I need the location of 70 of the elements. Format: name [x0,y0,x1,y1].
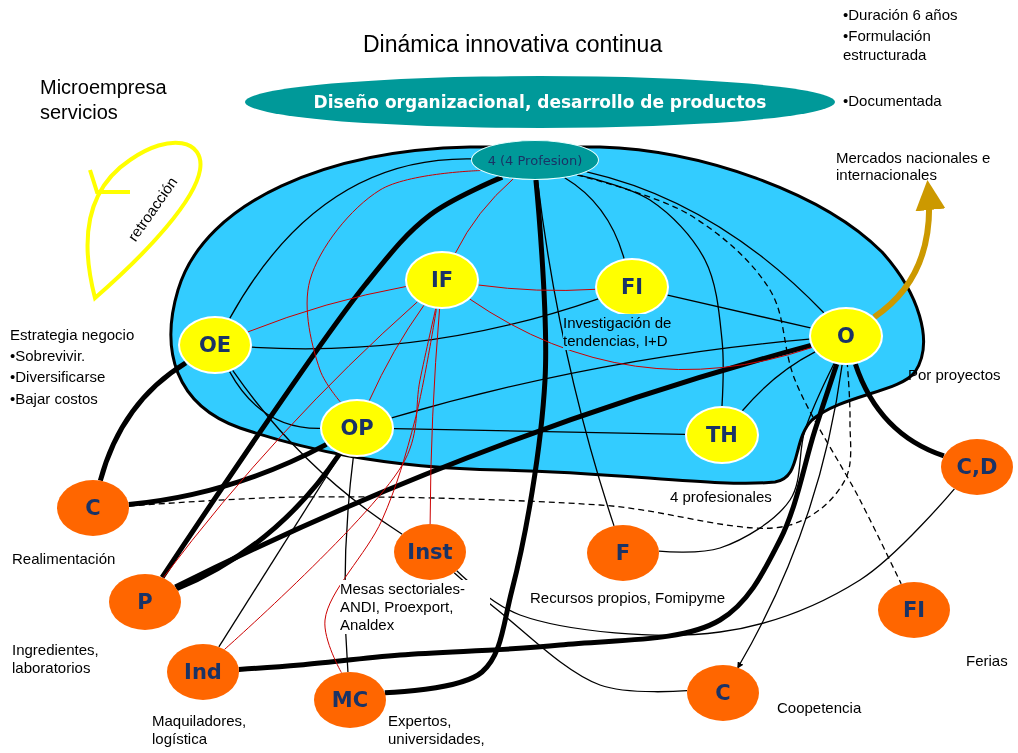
connector-line [658,362,835,553]
thick-connector [128,442,328,507]
node-label: MC [331,688,369,712]
connector-line [306,170,482,403]
note-text: •Formulación estructurada [843,27,932,65]
node-caption: Coopetencia [777,699,862,717]
node-label: Mercados nacionales e internacionales [836,149,992,183]
node-label: C [85,496,101,520]
external-node-ellipse [109,574,181,630]
external-node-ellipse [941,439,1013,495]
connector-line [251,298,599,350]
note-text: Microempresa servicios [40,75,168,125]
connector-line [453,572,688,693]
connector-line [247,286,407,333]
node-label: F [615,541,631,565]
connector-line [456,488,956,636]
connector-line [477,284,596,291]
connector-line [737,364,843,669]
connector-line [368,304,425,402]
connector-line [577,174,724,407]
connector-line [454,178,514,254]
node-label: O [837,324,855,348]
node-label: P [137,590,153,614]
node-caption: 4 profesionales [670,488,772,506]
node-label: C [715,681,731,705]
connector-line [162,301,418,579]
external-node-ellipse [394,524,466,580]
thick-connector [174,343,812,590]
connector-line [666,294,812,329]
connector-line [429,308,441,525]
connector-line [228,371,321,430]
connector-line [232,369,403,535]
node-label: C,D [956,455,998,479]
connector-line [564,177,625,260]
node-caption: Investigación de tendencias, I+D [563,314,673,350]
node-label: Inst [407,540,453,564]
node-label: IF [430,268,454,292]
connector-line [344,456,354,673]
thick-connector [238,363,840,672]
node-caption: Estrategia negocio [10,326,135,344]
connector-line [128,364,852,529]
note-text: •Duración 6 años [843,6,959,25]
thick-connector [175,452,342,592]
thick-connector [384,179,549,696]
thick-connector [872,180,945,320]
connector-line [536,179,615,527]
note-text: •Documentada [843,92,943,111]
node-label: Ind [184,660,222,684]
thick-connector [160,174,504,579]
node-label: TH [706,423,738,447]
node-label: FI [902,598,926,622]
node-caption: Mesas sectoriales- ANDI, Proexport, Analdex [340,580,490,634]
connector-line [393,428,686,435]
node-label: Diseño organizacional, desarrollo de productos [313,92,767,112]
node-label: OE [198,333,232,357]
node-label: 4 (4 Profesion) [487,152,583,168]
thick-connector [853,363,945,459]
connector-line [229,158,472,320]
node-label: FI [620,275,644,299]
connector-line [324,308,437,674]
connector-line [223,308,437,650]
connector-line [741,351,816,412]
node-caption: •Bajar costos [10,390,98,408]
thick-connector [97,360,188,482]
connector-line [391,338,810,419]
node-caption: Recursos propios, Fomipyme [530,589,726,607]
connector-line [469,298,813,370]
diagram-title: Dinámica innovativa continua [363,30,663,59]
connector-line [586,171,825,314]
node-label: OP [340,416,374,440]
